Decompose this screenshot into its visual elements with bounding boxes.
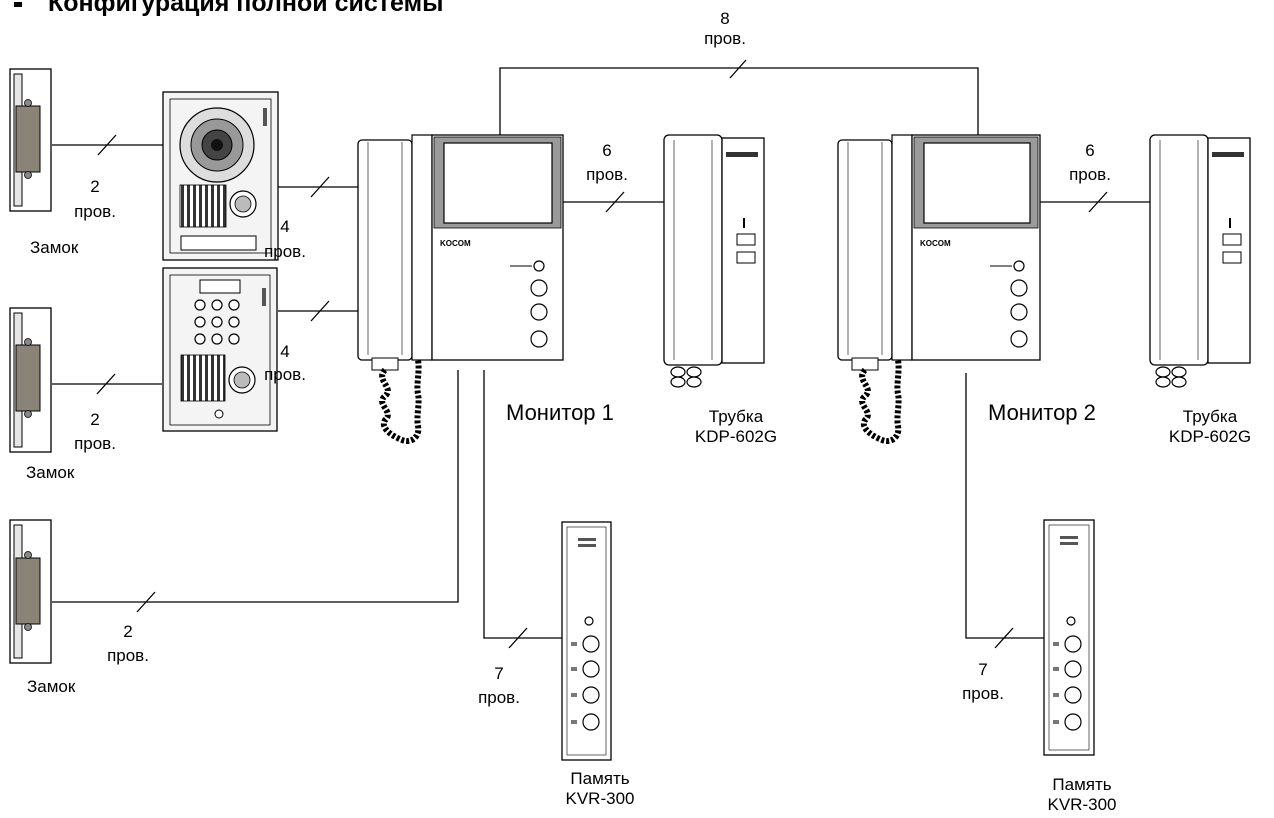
wire-count: 6 [1085, 141, 1095, 160]
handset-2 [1149, 134, 1251, 388]
wire-slash [994, 627, 1014, 649]
memory-label-2: Память KVR-300 [1022, 775, 1142, 815]
handset-title: Трубка [1182, 407, 1238, 426]
wire-unit: пров. [704, 29, 746, 48]
wire-monitor-to-monitor [499, 67, 979, 135]
monitor-label-1: Монитор 1 [506, 400, 614, 425]
wire-unit: пров. [264, 242, 306, 261]
wire-count: 7 [494, 664, 504, 683]
memory-label-1: Память KVR-300 [540, 769, 660, 809]
wire-lock3 [52, 370, 459, 603]
wire-label-memory2: 7 пров. [958, 660, 1008, 704]
memory-title: Память [1052, 775, 1112, 794]
door-keypad-panel [162, 267, 278, 432]
handset-model: KDP-602G [1168, 427, 1252, 446]
wire-slash [1088, 191, 1108, 213]
handset-title: Трубка [708, 407, 764, 426]
wire-slash [729, 59, 747, 79]
wire-label-lock2: 2 пров. [70, 410, 120, 454]
wire-label-handset1: 6 пров. [577, 141, 637, 185]
handset-model: KDP-602G [694, 427, 778, 446]
wire-unit: пров. [962, 684, 1004, 703]
memory-title: Память [570, 769, 630, 788]
wire-monitor1-memory1 [483, 370, 562, 639]
monitor-2 [837, 134, 1041, 444]
lock-label-1: Замок [30, 238, 79, 257]
wire-unit: пров. [107, 646, 149, 665]
wire-unit: пров. [1069, 165, 1111, 184]
lock-2 [9, 307, 52, 453]
monitor-1 [357, 134, 564, 444]
memory-model: KVR-300 [1047, 795, 1117, 814]
wire-count: 2 [90, 410, 100, 429]
wire-slash [310, 300, 330, 322]
wire-count: 2 [123, 622, 133, 641]
lock-label-2: Замок [26, 463, 75, 482]
wire-label-lock3: 2 пров. [103, 622, 153, 666]
wire-slash [96, 373, 116, 395]
handset-1 [663, 134, 765, 388]
wire-label-panel1: 4 пров. [260, 217, 310, 262]
wire-count: 4 [280, 342, 290, 361]
monitor-label-2: Монитор 2 [988, 400, 1096, 425]
page-title: Конфигурация полной системы [14, 0, 443, 18]
wire-slash [605, 191, 625, 213]
wire-unit: пров. [264, 365, 306, 384]
brand-label-2: KOCOM [920, 239, 951, 248]
wire-unit: пров. [478, 688, 520, 707]
wire-label-lock1: 2 пров. [70, 177, 120, 222]
lock-1 [9, 68, 52, 212]
wires [52, 59, 1150, 649]
lock-label-3: Замок [27, 677, 76, 696]
wire-unit: пров. [586, 165, 628, 184]
lock-3 [9, 519, 52, 664]
wire-label-handset2: 6 пров. [1060, 141, 1120, 185]
wire-slash [508, 627, 528, 649]
wire-count: 4 [280, 217, 290, 236]
wire-count: 6 [602, 141, 612, 160]
wire-slash [136, 591, 156, 613]
wire-label-memory1: 7 пров. [474, 664, 524, 708]
wire-label-8: 8 пров. [700, 9, 750, 49]
wire-slash [310, 176, 330, 198]
memory-model: KVR-300 [565, 789, 635, 808]
wire-count: 2 [90, 177, 100, 196]
wire-monitor2-memory2 [965, 373, 1044, 639]
wire-label-panel2: 4 пров. [260, 342, 310, 385]
wire-count: 7 [978, 660, 988, 679]
memory-2 [1043, 519, 1095, 756]
wire-unit: пров. [74, 434, 116, 453]
bullet-icon [14, 1, 22, 7]
page-title-text: Конфигурация полной системы [48, 0, 444, 17]
brand-label-1: KOCOM [440, 239, 471, 248]
handset-label-1: Трубка KDP-602G [676, 407, 796, 447]
memory-1 [561, 521, 612, 761]
handset-label-2: Трубка KDP-602G [1150, 407, 1270, 447]
wire-slash [97, 134, 117, 156]
wire-count: 8 [720, 9, 730, 28]
door-camera-panel [162, 91, 279, 261]
wire-unit: пров. [74, 202, 116, 221]
